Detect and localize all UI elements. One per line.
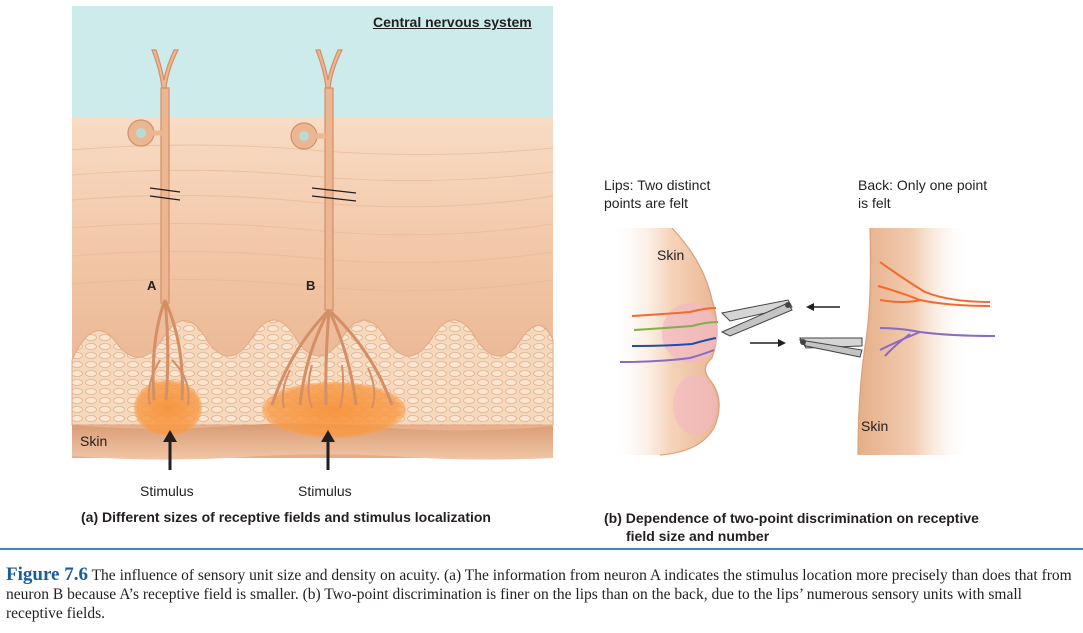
lips-skin-label: Skin (657, 247, 685, 263)
lip-caliper (720, 299, 840, 337)
neuron-b-label: B (306, 278, 316, 293)
back-skin (858, 228, 970, 455)
back-caliper (750, 337, 863, 358)
lips-title-line1: Lips: Two distinct (604, 177, 711, 193)
panel-b-caption-line2: field size and number (626, 528, 770, 544)
back-title-line1: Back: Only one point (858, 177, 988, 193)
cns-region (72, 6, 553, 118)
lips-title: Lips: Two distinct points are felt (604, 176, 710, 212)
panel-a-caption: (a) Different sizes of receptive fields … (81, 509, 491, 525)
skin-label-a: Skin (80, 433, 108, 449)
stimulus-arrow-a (163, 430, 177, 470)
panel-b-illustration (610, 227, 996, 456)
neuron-a (127, 49, 190, 406)
back-skin-label: Skin (861, 418, 889, 434)
back-nerve-fibers (877, 261, 996, 357)
lips-title-line2: points are felt (604, 195, 689, 211)
neuron-a-label: A (147, 278, 157, 293)
figure-caption: Figure 7.6 The influence of sensory unit… (6, 565, 1076, 623)
panel-b-caption-line1: (b) Dependence of two-point discriminati… (604, 510, 979, 526)
back-title: Back: Only one point is felt (858, 176, 987, 212)
stimulus-arrow-b (321, 430, 335, 470)
lip-nerve-fibers (619, 307, 719, 363)
panel-a-illustration (71, 6, 554, 470)
back-title-line2: is felt (858, 195, 891, 211)
figure-number: Figure 7.6 (6, 564, 88, 585)
cns-label: Central nervous system (373, 14, 532, 30)
receptive-field-a (134, 380, 202, 436)
neuron-b (270, 49, 394, 409)
figure-caption-text: The influence of sensory unit size and d… (6, 567, 1072, 622)
receptive-field-b (262, 382, 406, 438)
skin-base (72, 423, 553, 460)
caption-rule (0, 548, 1083, 550)
panel-b-caption: (b) Dependence of two-point discriminati… (604, 509, 979, 545)
stimulus-label-right: Stimulus (298, 483, 352, 499)
stimulus-label-left: Stimulus (140, 483, 194, 499)
